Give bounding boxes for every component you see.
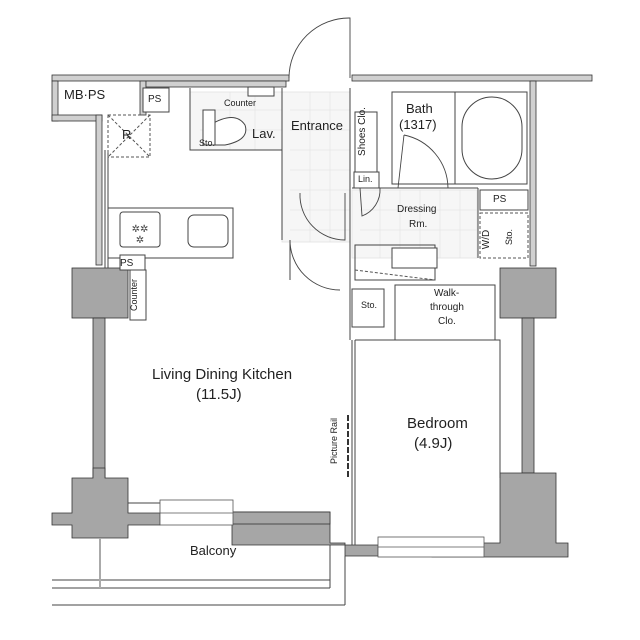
room-label-balcony: Balcony [190,543,237,558]
top-wall [51,74,593,267]
room-label-bedroom: Bedroom [407,415,468,432]
svg-text:✲: ✲ [136,235,144,246]
label-sto-right: Sto. [504,228,515,245]
label-linen: Lin. [358,174,373,184]
label-bedroom-size: (4.9J) [414,435,453,452]
label-counter-lav: Counter [224,98,257,108]
room-label-ldk: Living Dining Kitchen [152,366,293,383]
room-label-mbps: MB·PS [64,87,106,102]
room-label-ps-top: PS [148,94,162,105]
label-through: through [430,302,464,313]
room-label-dressing-rm: Rm. [409,219,428,230]
label-sto-lav: Sto. [199,138,216,148]
tile-areas [189,91,478,259]
doors [288,17,449,291]
label-bath-size: (1317) [399,117,437,132]
label-wd: W/D [481,229,493,250]
label-picture-rail: Picture Rail [329,417,340,464]
svg-text:✲✲: ✲✲ [132,224,149,235]
label-shoes-clo: Shoes Clo. [356,107,368,156]
label-walk: Walk- [434,288,460,299]
room-label-lav: Lav. [252,126,276,141]
structural-columns [51,267,569,558]
label-ldk-size: (11.5J) [196,386,242,403]
label-counter-kitchen: Counter [129,278,140,311]
room-label-entrance: Entrance [291,118,344,133]
label-sto-hall: Sto. [361,300,378,310]
label-refrigerator: R [122,127,132,142]
windows [159,499,485,558]
room-label-bath: Bath [406,101,433,116]
label-ps-kitchen: PS [120,258,134,269]
partitions [52,88,528,606]
room-label-dressing: Dressing [397,204,437,215]
label-clo: Clo. [438,316,456,327]
room-label-ps-right: PS [493,194,507,205]
